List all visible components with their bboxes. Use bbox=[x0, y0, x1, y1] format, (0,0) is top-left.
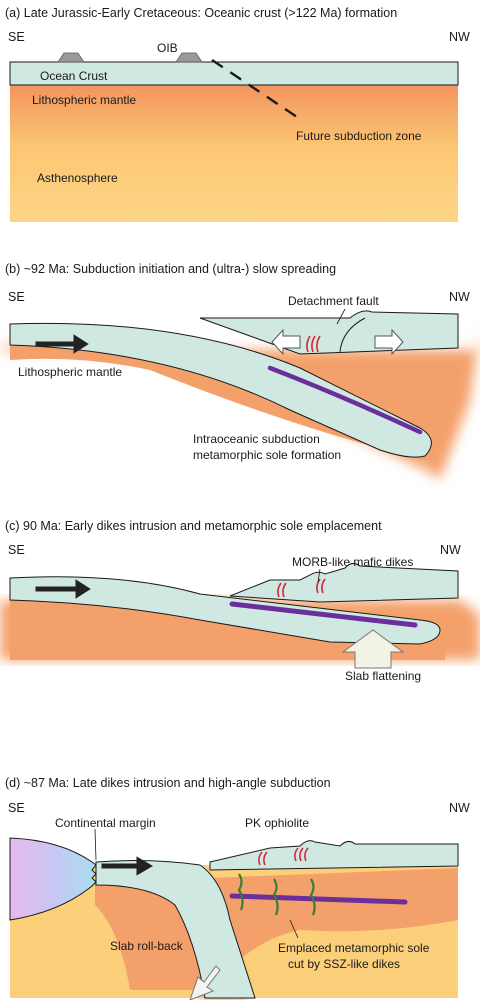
lithospheric-mantle-label: Lithospheric mantle bbox=[32, 93, 136, 107]
panel-c-title: (c) 90 Ma: Early dikes intrusion and met… bbox=[5, 519, 382, 533]
slab-rollback-arrow bbox=[189, 965, 221, 1000]
emplaced-sole-line2: cut by SSZ-like dikes bbox=[288, 957, 400, 971]
panel-b-lithospheric-mantle bbox=[10, 342, 428, 460]
mafic-dike-b1 bbox=[306, 335, 311, 353]
panel-b-title: (b) ~92 Ma: Subduction initiation and (u… bbox=[5, 262, 336, 276]
oib-seamount-right bbox=[175, 52, 203, 63]
panel-d-nw-label: NW bbox=[449, 801, 470, 815]
morb-dikes-label: MORB-like mafic dikes bbox=[292, 555, 413, 569]
continental-margin bbox=[9, 837, 97, 921]
ocean-crust-label: Ocean Crust bbox=[40, 69, 108, 83]
mafic-dike-d2 bbox=[263, 851, 268, 866]
metamorphic-sole-b bbox=[267, 365, 423, 435]
panel-b-mantle-glow bbox=[0, 330, 480, 480]
convergence-arrow-d bbox=[101, 856, 153, 876]
panel-a-se-label: SE bbox=[8, 30, 25, 44]
detachment-fault-line bbox=[339, 317, 366, 353]
slab-flattening-arrow bbox=[341, 629, 405, 669]
emplaced-sole-line1: Emplaced metamorphic sole bbox=[278, 941, 430, 955]
continental-margin-pointer bbox=[94, 828, 97, 861]
detachment-fault-label: Detachment fault bbox=[288, 294, 379, 308]
mafic-dike-c2 bbox=[282, 582, 287, 598]
metamorphic-sole-d bbox=[229, 893, 408, 905]
panel-d-se-label: SE bbox=[8, 801, 25, 815]
panel-a-nw-label: NW bbox=[449, 30, 470, 44]
panel-d: (d) ~87 Ma: Late dikes intrusion and hig… bbox=[5, 776, 470, 1000]
oib-label: OIB bbox=[157, 41, 178, 55]
panel-b-slab bbox=[9, 322, 432, 458]
panel-c-se-label: SE bbox=[8, 543, 25, 557]
lithospheric-mantle-b-label: Lithospheric mantle bbox=[18, 365, 122, 379]
panel-c-lithospheric-mantle bbox=[10, 596, 445, 660]
ssz-dike-d2 bbox=[272, 878, 279, 916]
panel-c: (c) 90 Ma: Early dikes intrusion and met… bbox=[0, 519, 480, 683]
slab-rollback-label: Slab roll-back bbox=[110, 939, 184, 953]
pk-ophiolite-label: PK ophiolite bbox=[245, 816, 309, 830]
mafic-dike-c3 bbox=[316, 578, 321, 594]
sole-formation-line2: metamorphic sole formation bbox=[193, 448, 341, 462]
mafic-dike-b2 bbox=[311, 335, 316, 353]
spreading-arrow-left-b bbox=[271, 328, 301, 356]
convergence-arrow-c bbox=[35, 579, 91, 599]
morb-dikes-pointer bbox=[317, 568, 321, 583]
ssz-dike-d3 bbox=[309, 878, 316, 916]
panel-d-slab bbox=[95, 860, 256, 999]
emplaced-sole-pointer bbox=[289, 919, 299, 939]
panel-c-crust-right bbox=[229, 562, 459, 603]
future-subduction-zone-line bbox=[211, 59, 298, 118]
sole-formation-line1: Intraoceanic subduction bbox=[193, 432, 320, 446]
mafic-dike-b3 bbox=[316, 335, 321, 353]
oib-seamount-left bbox=[57, 52, 85, 63]
metamorphic-sole-c bbox=[229, 601, 418, 628]
panel-b-se-label: SE bbox=[8, 290, 25, 304]
mafic-dike-d5 bbox=[304, 847, 309, 862]
panel-d-crust-right bbox=[209, 840, 459, 871]
continental-margin-label: Continental margin bbox=[55, 816, 156, 830]
mafic-dike-d4 bbox=[299, 847, 304, 862]
mafic-dike-c1 bbox=[277, 582, 282, 598]
panel-b-nw-label: NW bbox=[449, 290, 470, 304]
mafic-dike-d3 bbox=[294, 847, 299, 862]
panel-d-title: (d) ~87 Ma: Late dikes intrusion and hig… bbox=[5, 776, 331, 790]
ssz-dike-d1 bbox=[237, 873, 244, 911]
future-subduction-zone-label: Future subduction zone bbox=[296, 129, 422, 143]
detachment-fault-pointer bbox=[336, 308, 346, 325]
convergence-arrow-b bbox=[35, 334, 89, 354]
spreading-arrow-right-b bbox=[374, 328, 404, 356]
panel-a: (a) Late Jurassic-Early Cretaceous: Ocea… bbox=[5, 6, 470, 222]
panel-c-nw-label: NW bbox=[440, 543, 461, 557]
panel-b: (b) ~92 Ma: Subduction initiation and (u… bbox=[0, 262, 480, 480]
panel-c-slab bbox=[9, 576, 441, 645]
panel-a-asthenosphere bbox=[10, 85, 458, 222]
mafic-dike-d1 bbox=[258, 851, 263, 866]
panel-a-title: (a) Late Jurassic-Early Cretaceous: Ocea… bbox=[5, 6, 397, 20]
mafic-dike-c4 bbox=[321, 578, 326, 594]
slab-flattening-label: Slab flattening bbox=[345, 669, 421, 683]
asthenosphere-label: Asthenosphere bbox=[37, 171, 118, 185]
